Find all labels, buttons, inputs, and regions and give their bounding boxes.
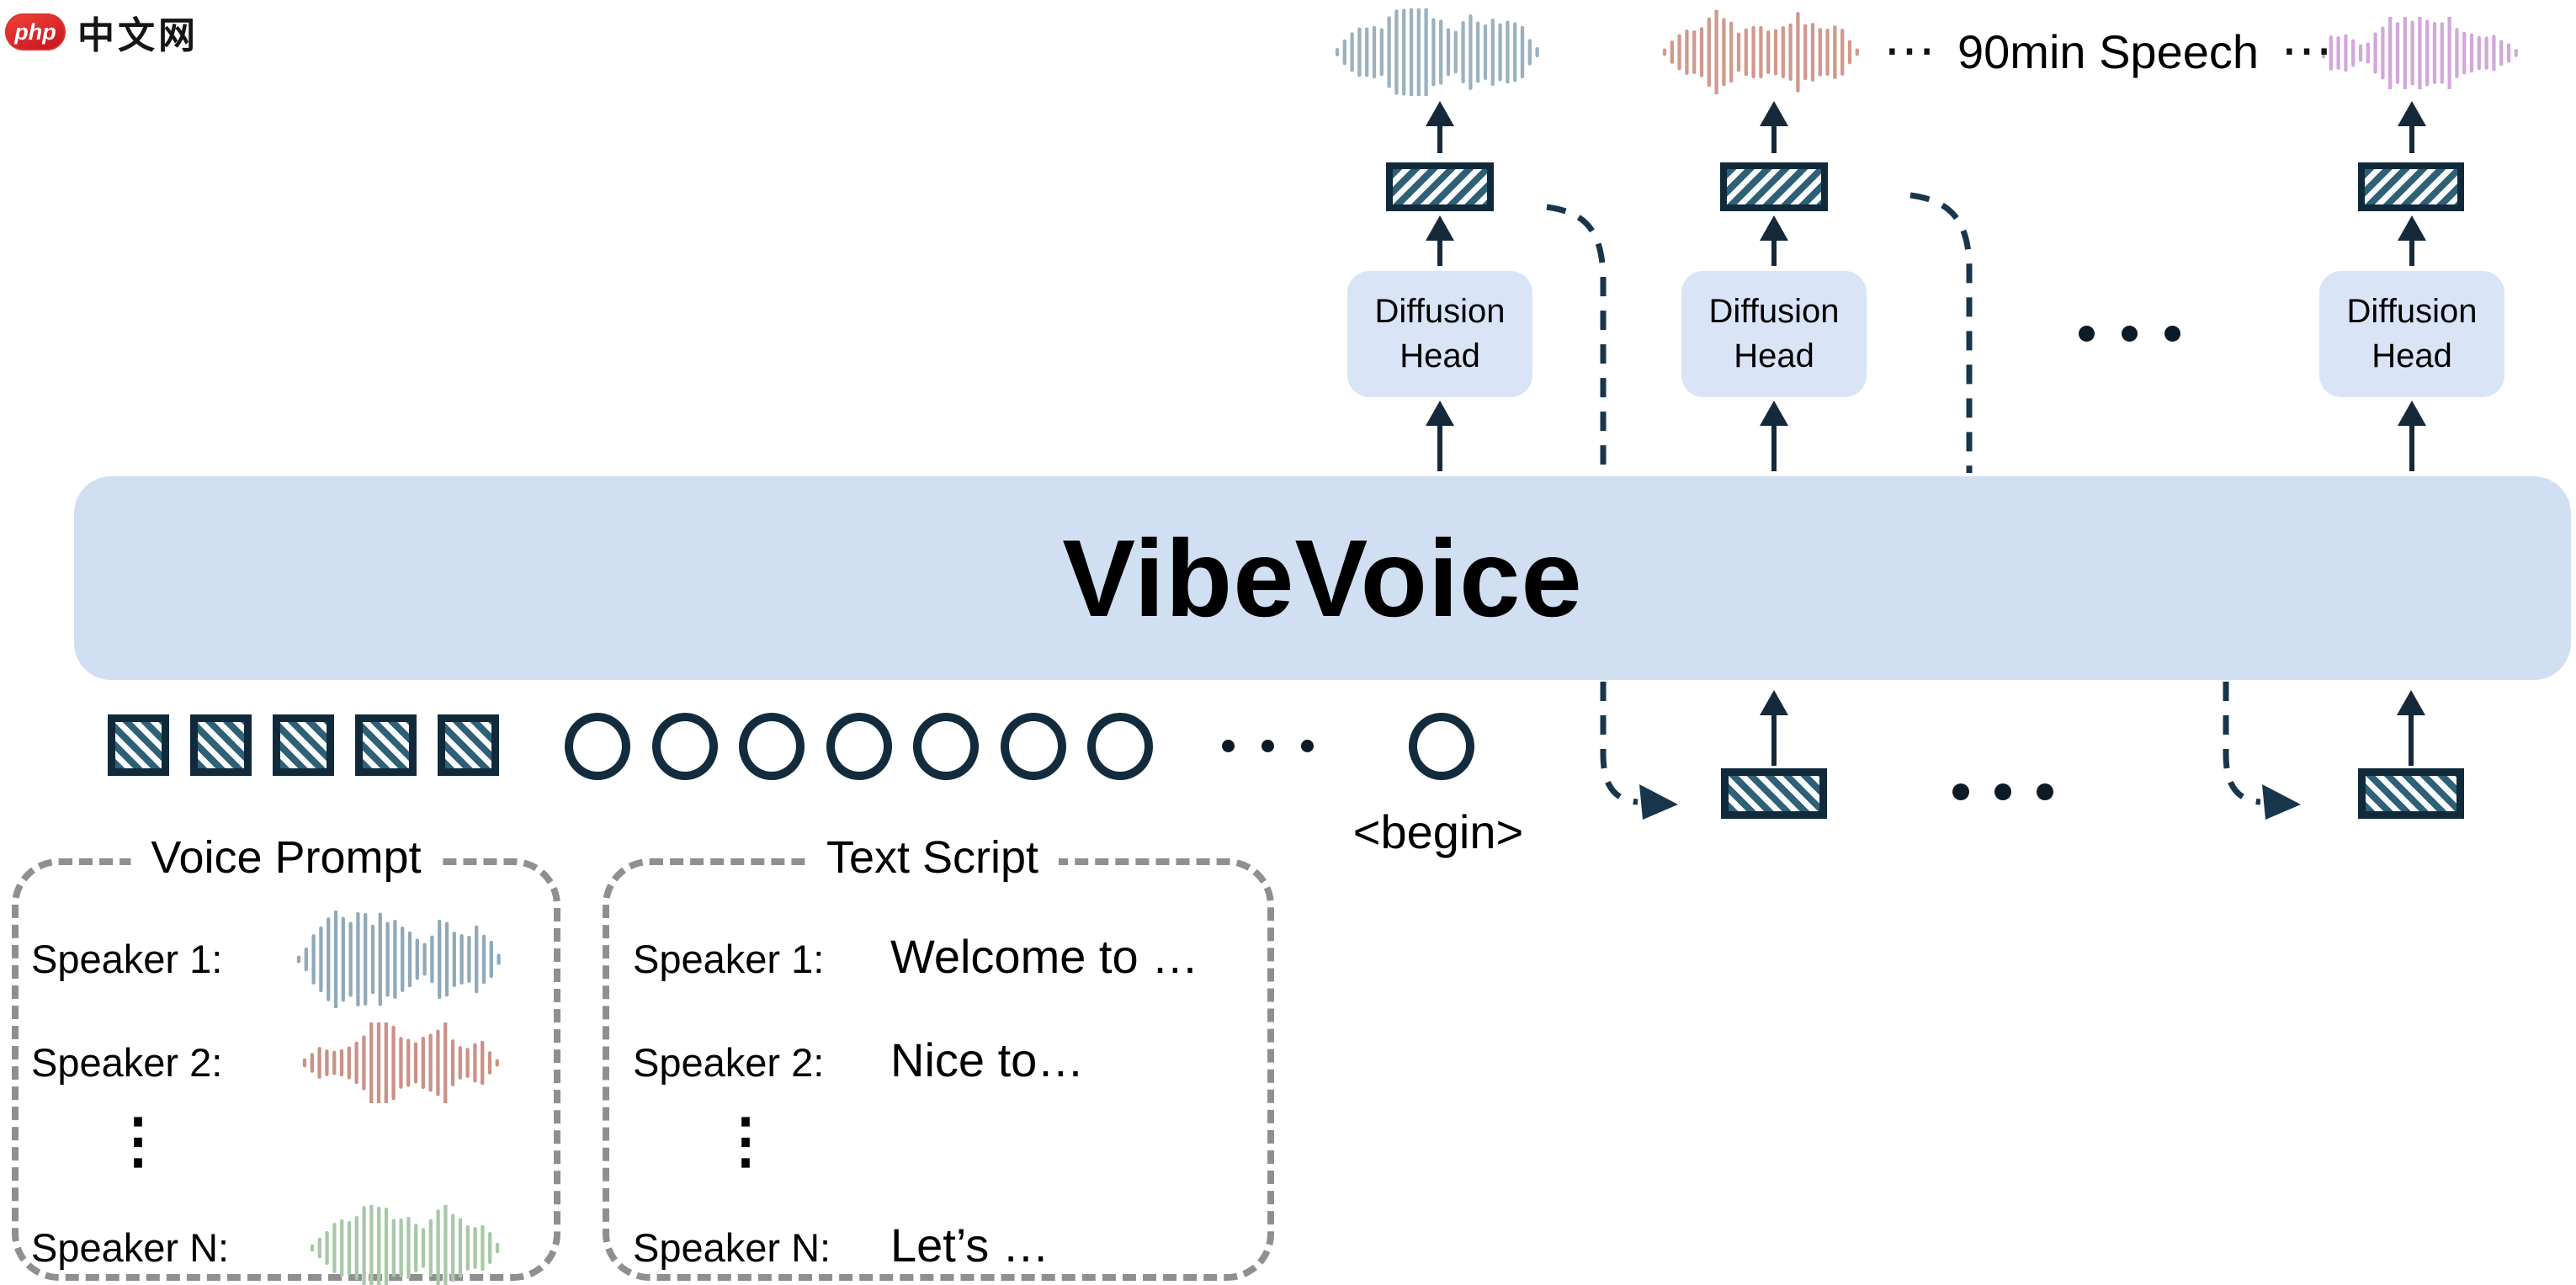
generated-acoustic-token [1721,768,1827,819]
script-speaker-1-label: Speaker 1: [633,937,825,981]
acoustic-feature-token [2358,162,2464,211]
backbone-title: VibeVoice [1062,517,1583,640]
vertical-ellipsis: ⋮ [715,1107,776,1175]
text-token [1087,713,1153,780]
text-token [739,713,805,780]
speaker-1-label: Speaker 1: [31,937,223,981]
flow-arrow-up [2398,101,2426,153]
output-speech-waveform-2 [1662,10,1859,94]
acoustic-prompt-token [273,714,334,776]
acoustic-prompt-token [438,714,499,776]
script-speaker-2-label: Speaker 2: [633,1040,825,1085]
ellipsis-dots [1222,740,1314,752]
text-token [826,713,892,780]
flow-arrow-up [2398,215,2426,266]
script-speaker-2-text: Nice to… [890,1033,1085,1086]
acoustic-prompt-token [355,714,417,776]
diffusion-head-2: Diffusion Head [1681,271,1867,397]
ellipsis-dots [2079,326,2180,342]
vibevoice-backbone: VibeVoice [74,476,2571,680]
speaker-2-voice-waveform [302,1022,499,1103]
diffusion-head-label: Diffusion Head [2346,293,2478,374]
watermark-text: 中文网 [77,15,199,56]
voice-prompt-title: Voice Prompt [130,831,442,884]
90min-speech-label: ⋯ 90min Speech ⋯ [1883,22,2333,81]
speaker-n-label: Speaker N: [31,1225,230,1270]
php-logo-icon: php [5,13,66,50]
text-token [1000,713,1066,780]
text-token [651,713,718,780]
diffusion-head-1: Diffusion Head [1347,271,1532,397]
speaker-n-voice-waveform [310,1205,500,1285]
flow-arrow-up [1426,401,1454,471]
flow-arrow-up [2398,401,2426,471]
flow-arrow-up [1760,401,1788,471]
vertical-ellipsis: ⋮ [108,1107,168,1175]
script-speaker-n-text: Let’s … [890,1219,1049,1272]
90min-speech-text: 90min Speech [1957,24,2260,78]
text-script-title: Text Script [805,831,1060,884]
begin-token-label: <begin> [1352,805,1524,858]
ellipsis-dots [1952,783,2053,800]
acoustic-prompt-token [108,714,169,776]
diffusion-head-label: Diffusion Head [1374,293,1506,374]
flow-arrow-up [2397,690,2425,766]
script-speaker-n-label: Speaker N: [633,1225,831,1270]
acoustic-feature-token [1720,162,1828,211]
diffusion-head-label: Diffusion Head [1708,293,1840,374]
speaker-2-label: Speaker 2: [31,1040,223,1085]
flow-arrow-up [1760,690,1788,766]
text-token [565,713,630,780]
flow-arrow-up [1426,101,1454,153]
diffusion-head-3: Diffusion Head [2319,271,2504,397]
ellipsis-icon: ⋯ [1883,22,1936,80]
flow-arrow-up [1760,101,1788,153]
output-speech-waveform-3 [2321,17,2518,89]
watermark: php 中文网 [5,5,199,59]
ellipsis-icon: ⋯ [2281,22,2334,80]
text-token [913,713,979,780]
acoustic-feature-token [1386,162,1494,211]
flow-arrow-up [1760,215,1788,266]
generated-acoustic-token [2358,768,2464,819]
acoustic-prompt-token [190,714,252,776]
begin-token [1409,713,1474,780]
script-speaker-1-text: Welcome to … [890,930,1199,983]
output-speech-waveform-1 [1335,8,1539,96]
speaker-1-voice-waveform [296,911,501,1008]
flow-arrow-up [1426,215,1454,266]
